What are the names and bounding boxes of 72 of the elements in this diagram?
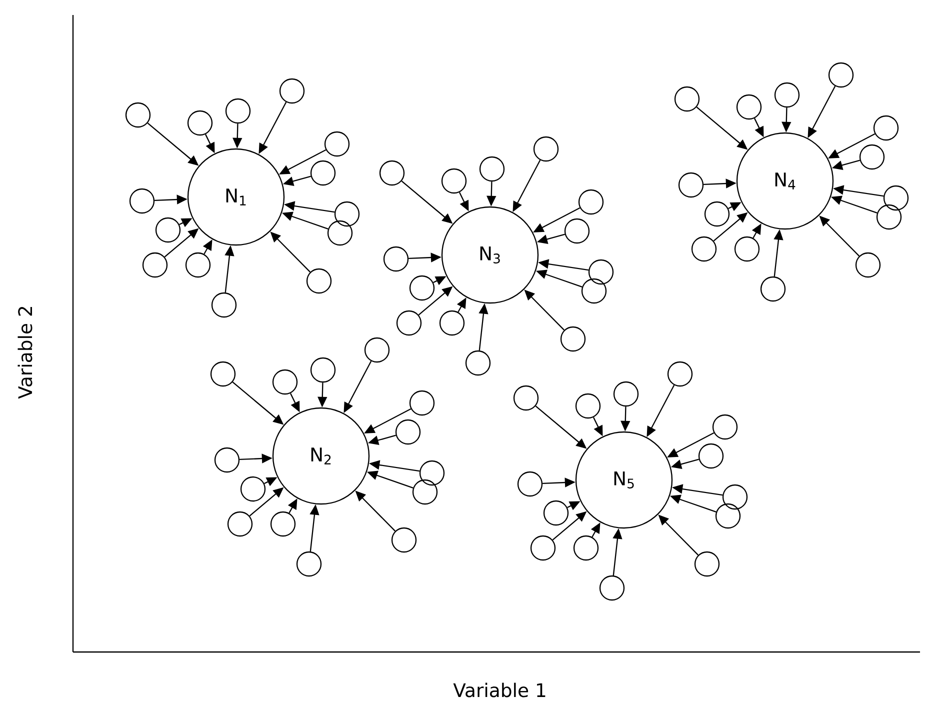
small-circle [465,350,491,376]
small-circle [306,268,332,294]
small-circle [441,168,467,194]
small-circle [613,381,639,407]
small-circle [734,236,760,262]
small-circle [599,575,625,601]
small-circle [409,390,435,416]
small-circle [715,503,741,529]
small-circle [573,535,599,561]
small-circle [578,189,604,215]
small-circle [155,217,181,243]
small-circle [760,276,786,302]
small-circle [391,527,417,553]
small-circle [187,110,213,136]
small-circle [517,471,543,497]
small-circle [828,62,854,88]
small-circle [581,278,607,304]
small-circle [383,246,409,272]
small-circle [227,511,253,537]
small-circle [327,220,353,246]
small-circle [364,337,390,363]
small-circle [694,551,720,577]
small-circle [334,201,360,227]
small-circle [859,144,885,170]
small-circle [678,172,704,198]
small-circle [185,252,211,278]
small-circle [564,218,590,244]
small-circle [722,484,748,510]
small-circle [704,201,730,227]
small-circle [379,160,405,186]
small-circle [296,551,322,577]
small-circle [210,361,236,387]
axis-title: Variable 2 [18,306,32,399]
small-circle [667,361,693,387]
small-circle [698,443,724,469]
small-circle [575,393,601,419]
small-circle [310,160,336,186]
small-circle [533,136,559,162]
small-circle [513,385,539,411]
small-circle [125,102,151,128]
small-circle [279,78,305,104]
small-circle [530,535,556,561]
small-circle [225,98,251,124]
small-circle [412,479,438,505]
small-circle [691,236,717,262]
small-circle [419,460,445,486]
small-circle [674,86,700,112]
small-circle [883,185,909,211]
small-circle [873,115,899,141]
small-circle [395,419,421,445]
small-circle [409,275,435,301]
small-circle [396,310,422,336]
small-circle [270,511,296,537]
small-circle [310,357,336,383]
small-circle [588,259,614,285]
small-circle [774,82,800,108]
axis-title: Variable 1 [453,682,546,698]
small-circle [142,252,168,278]
small-circle [712,414,738,440]
small-circle [214,447,240,473]
small-circle [736,94,762,120]
small-circle [855,252,881,278]
small-circle [876,204,902,230]
small-circle [543,500,569,526]
small-circle [272,369,298,395]
small-circle [240,476,266,502]
small-circle [479,156,505,182]
small-circle [560,326,586,352]
small-circle [211,292,237,318]
small-circle [129,188,155,214]
small-circle [439,310,465,336]
small-circle [324,131,350,157]
